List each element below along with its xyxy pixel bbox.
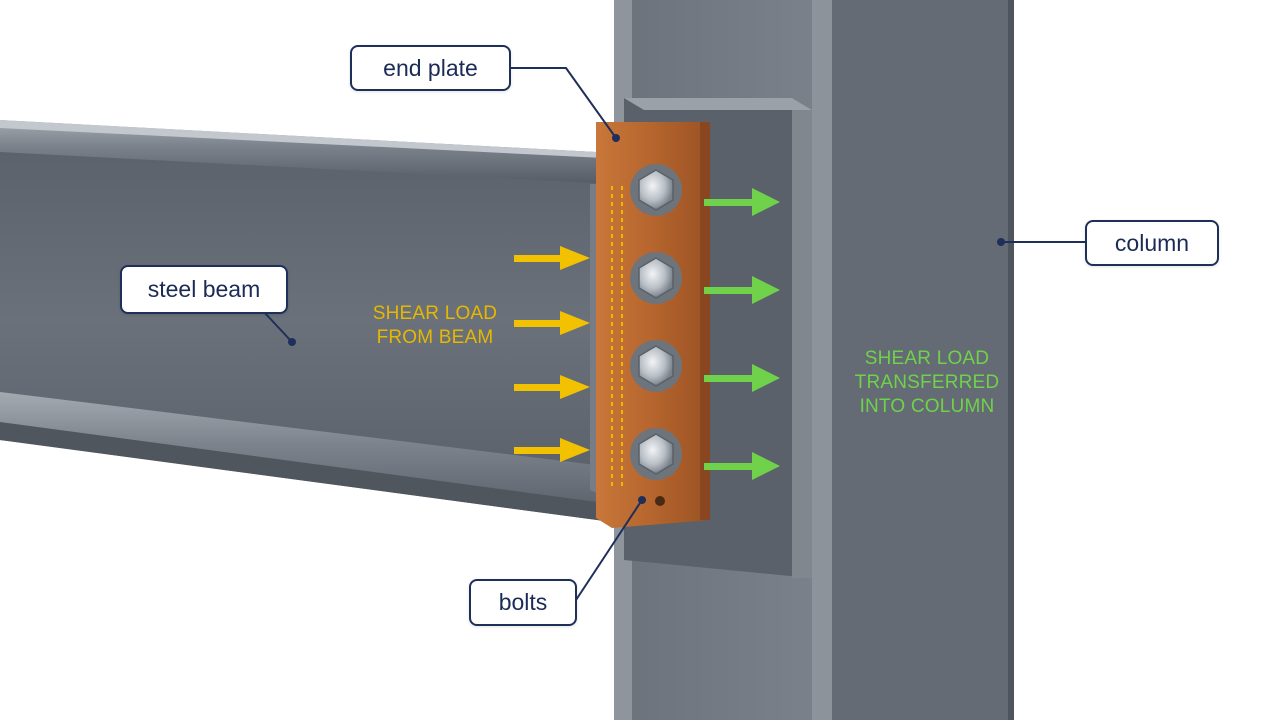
end-plate-hole (655, 496, 665, 506)
shear-from-beam-line-1: SHEAR LOAD (372, 303, 498, 324)
shear-from-beam-line-2: FROM BEAM (376, 327, 494, 348)
bolt-2 (630, 252, 682, 304)
end-plate (596, 122, 710, 528)
beam-top-flange (0, 120, 612, 184)
shear-into-column-line-3: INTO COLUMN (859, 396, 995, 417)
shear-in-arrow-2 (514, 311, 590, 335)
bolts-leader-dot (638, 496, 646, 504)
shear-in-arrows (514, 246, 590, 462)
leader-lines (263, 67, 1086, 601)
shear-out-arrow-1 (704, 188, 780, 216)
shear-into-column-line-1: SHEAR LOAD (864, 348, 990, 369)
end-plate-leader (510, 67, 617, 139)
column-leader-dot (997, 238, 1005, 246)
steel-beam-leader-dot (288, 338, 296, 346)
bolt-4 (630, 428, 682, 480)
weld-lines (611, 186, 623, 486)
shear-out-arrows (704, 188, 780, 480)
end-plate-member (596, 122, 710, 528)
bolt-group (630, 164, 682, 480)
shear-out-arrow-2 (704, 276, 780, 304)
column-right-flange (832, 0, 1014, 720)
shear-out-arrow-4 (704, 452, 780, 480)
shear-out-arrow-3 (704, 364, 780, 392)
bolts-leader (575, 499, 643, 601)
shear-in-arrow-3 (514, 375, 590, 399)
shear-into-column-line-2: TRANSFERRED (854, 372, 1000, 393)
end-plate-callout: end plate (350, 45, 511, 91)
bolt-3 (630, 340, 682, 392)
shear-in-arrow-1 (514, 246, 590, 270)
bolt-1 (630, 164, 682, 216)
beam-web (0, 148, 604, 496)
end-plate-leader-dot (612, 134, 620, 142)
shear-in-arrow-4 (514, 438, 590, 462)
column-web-edge (812, 0, 832, 720)
bolts-callout: bolts (469, 579, 577, 626)
steel-beam-callout: steel beam (120, 265, 288, 314)
shear-from-beam-text: SHEAR LOAD FROM BEAM (365, 302, 505, 350)
steel-beam-leader (263, 311, 293, 343)
steel-beam-member (0, 120, 612, 522)
shear-into-column-text: SHEAR LOAD TRANSFERRED INTO COLUMN (845, 347, 1009, 419)
column-callout: column (1085, 220, 1219, 266)
